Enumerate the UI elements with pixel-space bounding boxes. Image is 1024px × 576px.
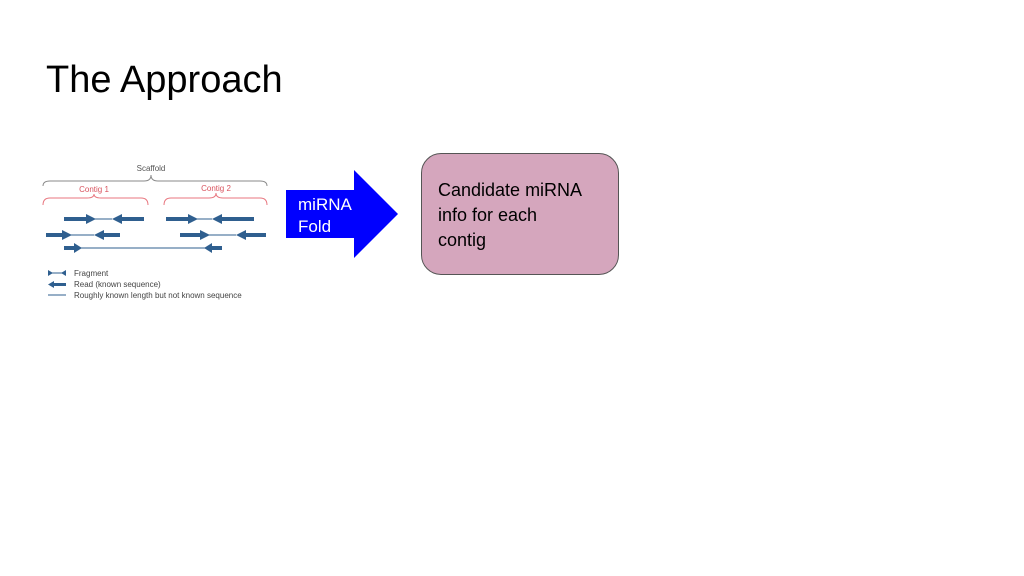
result-box-line1: Candidate miRNA xyxy=(438,180,583,200)
candidate-mirna-box: Candidate miRNA info for each contig xyxy=(421,153,619,275)
contig1-label: Contig 1 xyxy=(79,185,109,194)
contig2-brace xyxy=(163,192,268,206)
arrow-label-line1: miRNA xyxy=(298,195,352,214)
legend-roughly-label: Roughly known length but not known seque… xyxy=(74,291,242,300)
arrow-label: miRNA Fold xyxy=(298,194,368,238)
contig2-label: Contig 2 xyxy=(201,184,231,193)
contig1-reads-row1 xyxy=(64,214,144,224)
arrow-label-line2: Fold xyxy=(298,217,332,236)
contig2-reads-row1 xyxy=(166,214,254,224)
result-box-line3: contig xyxy=(438,230,487,250)
contig2-reads-row2 xyxy=(180,230,266,240)
arrow-shape-fill xyxy=(286,170,398,258)
contig1-reads-row2 xyxy=(46,230,120,240)
legend-read-icon xyxy=(48,281,66,288)
contig1-brace xyxy=(42,193,149,206)
result-box-line2: info for each xyxy=(438,205,538,225)
scaffold-diagram: Scaffold Contig 1 Contig 2 xyxy=(42,164,268,300)
scaffold-label: Scaffold xyxy=(137,164,166,173)
mirna-fold-arrow xyxy=(286,170,398,258)
slide-title: The Approach xyxy=(46,59,283,101)
legend-fragment-icon xyxy=(48,270,66,276)
scaffold-link-fragment xyxy=(64,243,222,253)
legend-read-label: Read (known sequence) xyxy=(74,280,161,289)
scaffold-brace xyxy=(42,174,268,187)
legend-fragment-label: Fragment xyxy=(74,269,109,278)
